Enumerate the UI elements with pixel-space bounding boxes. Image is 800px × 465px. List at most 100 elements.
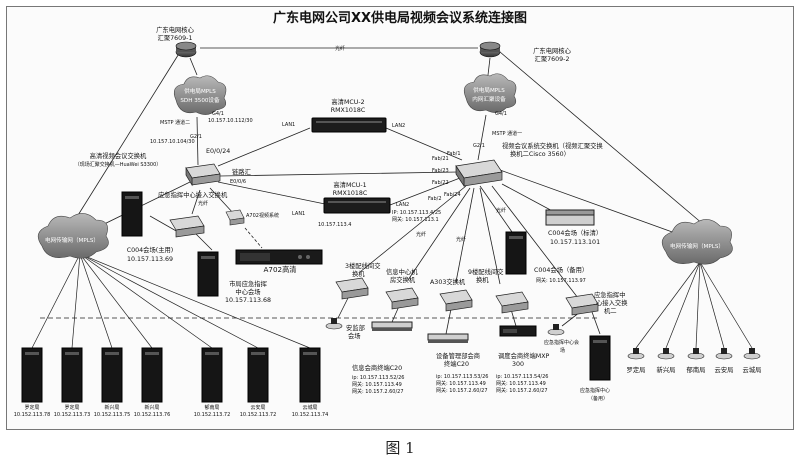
- right-room-terminal-head: [663, 348, 669, 354]
- label-left-ip: 10.157.10.112/30: [208, 118, 253, 124]
- fan-line-left: [31, 253, 81, 349]
- label-city-room-2: 中心会场: [235, 287, 260, 296]
- link-rswitch-c004rb: [479, 185, 513, 233]
- county-room-terminal: [61, 347, 83, 403]
- label-vlan: E0/0/6: [230, 179, 246, 185]
- right-room-name: 云安局: [715, 365, 734, 374]
- label-fiber-4: 光纤: [496, 207, 506, 214]
- mpls-cloud-right: 电网传输网（MPLS）: [661, 219, 733, 265]
- label-lswitch-desc: （现场汇聚交换机—HuaWei S3300）: [75, 161, 162, 168]
- label-term-info-mask: 网关: 10.157.2.60/27: [352, 388, 404, 395]
- county-room-name: 郁南局: [204, 404, 219, 411]
- right-room-name: 新兴局: [657, 365, 676, 374]
- link-rswitch-swa303: [455, 187, 475, 283]
- fan-line-left: [79, 253, 213, 349]
- link-rswitch-mcu1: [389, 177, 461, 206]
- link-lswitch-a702sw: [209, 187, 235, 215]
- svg-text:供电局MPLS: 供电局MPLS: [473, 86, 505, 94]
- label-lan2-bot: LAN2: [396, 202, 409, 208]
- label-lswitch-name: 高清视频会议交换机: [90, 151, 147, 160]
- switch-a303: [439, 289, 473, 312]
- right-room-0: 罗定局: [627, 348, 645, 374]
- county-room-terminal-bay: [65, 352, 79, 355]
- label-emerg-switch-1: 应急指挥中心接入交换机: [158, 190, 228, 199]
- switch-9f: [495, 291, 529, 314]
- label-city-room-ip: 10.157.113.68: [225, 297, 271, 304]
- label-term-dev-mask: 网关: 10.157.2.60/27: [436, 387, 488, 394]
- network-diagram: 广东电网公司XX供电局视频会议系统连接图: [14, 10, 762, 418]
- county-room-ip: 10.152.113.78: [14, 412, 51, 418]
- label-term-emerg-1: 应急指挥中心会: [544, 339, 579, 346]
- label-rswitch-port-2: Fab/23: [432, 168, 449, 174]
- county-room-ip: 10.152.113.73: [54, 412, 91, 418]
- svg-text:汇聚7609-1: 汇聚7609-1: [158, 34, 193, 42]
- fan-line-right: [699, 261, 725, 349]
- label-swemerg2-2: 心接入交换: [596, 298, 628, 307]
- figure-caption: 图 1: [385, 439, 415, 457]
- link-rswitch-sw9f: [479, 187, 501, 285]
- core-router-left: 广东电网核心 汇聚7609-1: [156, 25, 197, 58]
- county-room-name: 云安局: [250, 404, 265, 411]
- link-lswitch-rswitch: [219, 171, 459, 177]
- label-c004-main-ip: 10.157.113.69: [127, 256, 173, 263]
- fan-line-right: [635, 261, 701, 349]
- county-room-name: 新兴局: [144, 404, 159, 411]
- vpn-cloud-left: 供电局MPLS SDH 3500设备: [173, 75, 227, 115]
- safety-dept-terminal: [325, 318, 343, 330]
- link-swemerg2-backup: [591, 311, 601, 335]
- link-core-right-vpn: [487, 57, 491, 76]
- label-sw3f-2: 换机: [352, 269, 365, 278]
- svg-text:内网汇聚设备: 内网汇聚设备: [472, 95, 506, 103]
- label-emerg-backup-2: （备用）: [588, 395, 608, 402]
- label-term-info: 信息会商终端C20: [352, 363, 402, 372]
- link-top-border-right: [499, 51, 711, 231]
- svg-text:电网传输网（MPLS）: 电网传输网（MPLS）: [670, 242, 724, 250]
- label-term-ctrl-gw: 网关: 10.157.113.49: [496, 380, 546, 387]
- label-sw9f-2: 换机: [476, 275, 489, 284]
- label-a702-device: A702高清: [263, 265, 296, 274]
- link-rswitch-c004rt: [501, 183, 559, 215]
- fan-line-left: [79, 253, 153, 349]
- label-a702-system: A702视频系统: [246, 212, 279, 219]
- vpn-cloud-right: 供电局MPLS 内网汇聚设备: [463, 73, 517, 113]
- label-right-g: G2/1: [473, 143, 485, 149]
- county-room-terminal: [21, 347, 43, 403]
- county-room-terminal-bay: [205, 352, 219, 355]
- svg-text:高清MCU-2: 高清MCU-2: [331, 97, 364, 106]
- mcu1-device: 高清MCU-1 RMX1018C: [323, 180, 391, 214]
- links-mpls-right-fanout: [635, 261, 753, 349]
- label-term-info-gw: 网关: 10.157.113.49: [352, 381, 402, 388]
- county-room-name: 新兴局: [104, 404, 119, 411]
- label-term-dev-2: 终端C20: [444, 359, 469, 368]
- emergency-backup-terminal: [589, 335, 611, 381]
- label-fiber-1: 光纤: [198, 200, 208, 207]
- fan-line-left: [79, 253, 259, 349]
- switch-emergency-2: [565, 293, 599, 316]
- label-rswitch-port-5: Fab/2: [428, 196, 442, 202]
- county-room-terminal: [247, 347, 269, 403]
- label-rswitch-name: 视频会议系统交换机（视频汇聚交换: [502, 141, 603, 150]
- dispatch-mxp-terminal: [499, 325, 537, 337]
- right-room-4: 云城局: [743, 348, 761, 374]
- label-fiber-top: 光纤: [335, 45, 345, 52]
- label-mcu1-ip: IP: 10.157.113.4/25: [392, 210, 441, 216]
- svg-text:RMX1018C: RMX1018C: [331, 107, 366, 114]
- city-emergency-terminal: [197, 251, 219, 297]
- label-emerg-backup-1: 应急指挥中心: [580, 387, 610, 394]
- label-c004-sd-ip: 10.157.113.101: [550, 239, 600, 246]
- links-mpls-left-fanout: [31, 253, 311, 349]
- label-city-room: 市局应急指挥: [229, 279, 267, 288]
- right-room-1: 新兴局: [657, 348, 676, 374]
- mpls-cloud-left: 电网传输网（MPLS）: [37, 213, 109, 259]
- label-swinfo-2: 房交换机: [390, 275, 416, 284]
- switch-info-center: [385, 287, 419, 310]
- svg-text:广东电网核心: 广东电网核心: [533, 46, 571, 55]
- link-rswitch-swemerg2: [491, 185, 579, 299]
- county-room-terminal-bay: [25, 352, 39, 355]
- label-c004-backup-ip: 网关: 10.157.113.97: [536, 277, 586, 284]
- c004-backup-terminal: [505, 231, 527, 275]
- fan-line-left: [79, 253, 311, 349]
- fan-line-right: [695, 261, 701, 349]
- c004-main-terminal: [121, 191, 143, 237]
